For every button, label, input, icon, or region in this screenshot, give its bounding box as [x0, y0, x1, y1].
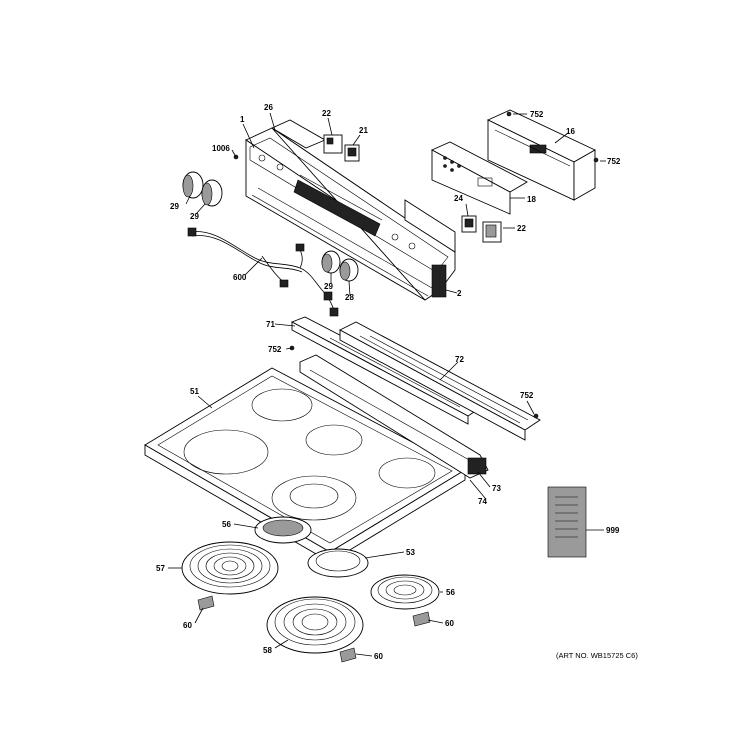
label-2: 2: [457, 289, 462, 298]
bracket-60-right: [412, 611, 431, 627]
label-1006: 1006: [212, 144, 230, 153]
control-panel-backsplash: [245, 119, 456, 301]
label-16: 16: [566, 127, 575, 136]
label-74: 74: [478, 497, 487, 506]
label-24: 24: [454, 194, 463, 203]
knob-28: [339, 258, 359, 282]
label-71: 71: [266, 320, 275, 329]
label-29-a: 29: [170, 202, 179, 211]
label-53: 53: [406, 548, 415, 557]
touch-panel-18: [430, 141, 528, 215]
leader-lines: [168, 112, 606, 657]
surface-element-58: [266, 596, 364, 654]
label-18: 18: [527, 195, 536, 204]
label-60-left: 60: [183, 621, 192, 630]
label-22-top: 22: [322, 109, 331, 118]
label-58: 58: [263, 646, 272, 655]
label-56-right: 56: [446, 588, 455, 597]
surface-element-56-top: [254, 516, 312, 544]
knob-29-a: [182, 171, 204, 199]
label-29-c: 29: [324, 282, 333, 291]
label-752-d: 752: [520, 391, 534, 400]
label-26: 26: [264, 103, 273, 112]
screw-752-a: [506, 111, 512, 117]
knob-29-b: [201, 179, 223, 207]
infinite-switch-21: [344, 144, 360, 162]
surface-element-57: [181, 541, 279, 595]
literature-999: [547, 486, 587, 558]
label-73: 73: [492, 484, 501, 493]
label-999: 999: [606, 526, 620, 535]
screw-752-d: [533, 413, 539, 419]
label-752-a: 752: [530, 110, 544, 119]
wire-harness-600: [187, 227, 339, 317]
surface-element-56-right: [370, 574, 440, 610]
label-22-right: 22: [517, 224, 526, 233]
side-trim-71: [290, 316, 481, 425]
label-60-bottom: 60: [374, 652, 383, 661]
part-labels: 1 26 22 21 1006 29 29 600 29 28 2 752 16…: [156, 103, 638, 661]
label-60-right: 60: [445, 619, 454, 628]
label-51: 51: [190, 387, 199, 396]
label-21: 21: [359, 126, 368, 135]
infinite-switch-22-right: [482, 221, 502, 243]
label-56-top: 56: [222, 520, 231, 529]
label-72: 72: [455, 355, 464, 364]
control-board-16: [486, 109, 596, 201]
knob-29-c: [321, 250, 341, 274]
bracket-60-left: [197, 595, 215, 611]
surface-element-53: [307, 548, 369, 578]
screw-752-b: [593, 157, 599, 163]
infinite-switch-22-top: [323, 134, 343, 154]
label-1: 1: [240, 115, 245, 124]
art-number: (ART NO. WB15725 C6): [556, 651, 638, 660]
bracket-60-bottom: [339, 647, 357, 663]
label-752-b: 752: [607, 157, 621, 166]
label-28: 28: [345, 293, 354, 302]
label-57: 57: [156, 564, 165, 573]
label-752-c: 752: [268, 345, 282, 354]
infinite-switch-24: [461, 215, 477, 233]
label-600: 600: [233, 273, 247, 282]
front-trim-73-74: [299, 354, 489, 479]
label-29-b: 29: [190, 212, 199, 221]
